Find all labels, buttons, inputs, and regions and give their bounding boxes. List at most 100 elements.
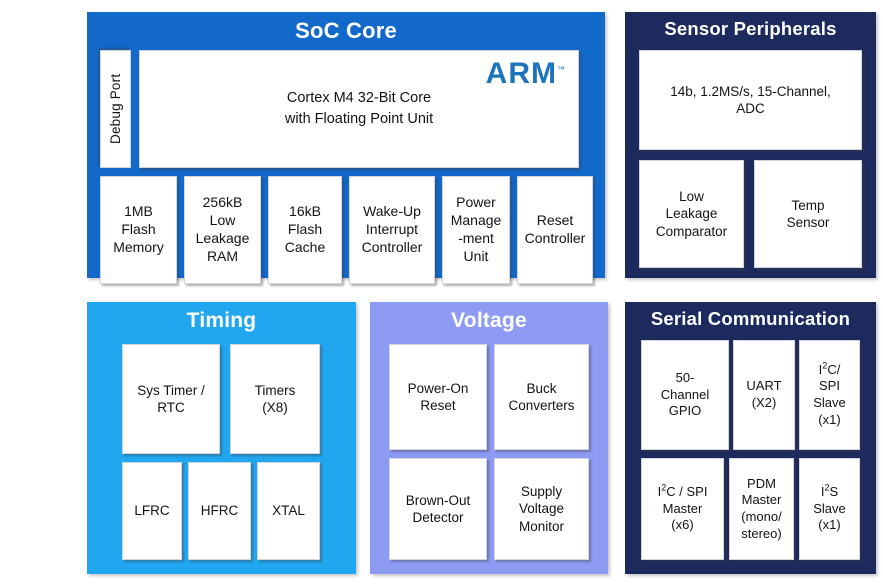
line-1: 14b, 1.2MS/s, 15-Channel, — [670, 83, 831, 99]
line-2: Leakage — [665, 206, 718, 222]
line-2: RTC — [157, 400, 185, 415]
line-2: Interrupt — [365, 221, 419, 238]
block-low-leakage-comparator[interactable]: Low Leakage Comparator — [639, 160, 744, 268]
block-sys-timer-rtc-label: Sys Timer / RTC — [137, 382, 205, 417]
line-1: Sys Timer / — [137, 382, 205, 398]
block-supply-voltage-monitor-label: Supply Voltage Monitor — [519, 483, 564, 535]
line-2: Master — [662, 500, 703, 516]
block-pdm-master-label: PDM Master (mono/ stereo) — [741, 476, 781, 543]
line-1: Buck — [526, 380, 557, 396]
arm-logo: ARM™ — [486, 59, 566, 89]
block-timers[interactable]: Timers (X8) — [230, 344, 320, 454]
block-debug-port[interactable]: Debug Port — [100, 50, 131, 168]
line-1: Supply — [520, 484, 563, 500]
line-2: Low — [209, 212, 236, 229]
block-i2c-spi-slave[interactable]: I2C/ SPI Slave (x1) — [799, 340, 860, 450]
line-3: Monitor — [518, 518, 564, 534]
line-1: 16kB — [289, 203, 321, 220]
block-i2c-spi-master-label: I2C / SPI Master (x6) — [658, 483, 708, 534]
line-1: Brown-Out — [405, 492, 471, 508]
block-uart[interactable]: UART (X2) — [733, 340, 795, 450]
block-i2c-spi-slave-label: I2C/ SPI Slave (x1) — [813, 360, 846, 429]
line-1: Reset — [536, 212, 574, 229]
panel-title-voltage: Voltage — [451, 309, 527, 332]
block-i2c-spi-master[interactable]: I2C / SPI Master (x6) — [641, 458, 724, 560]
line-2: Flash — [287, 221, 323, 238]
line-3: Comparator — [655, 223, 728, 239]
block-power-on-reset-label: Power-On Reset — [408, 380, 469, 415]
line-1: 256kB — [202, 194, 243, 211]
block-reset-controller-label: Reset Controller — [525, 212, 586, 248]
line-2: Master — [741, 492, 782, 508]
cpu-line-2: with Floating Point Unit — [284, 111, 434, 127]
block-wakeup-interrupt-controller[interactable]: Wake-Up Interrupt Controller — [349, 176, 435, 284]
block-flash-cache-label: 16kB Flash Cache — [285, 203, 325, 257]
line-3: Leakage — [195, 230, 250, 246]
block-cortex-m4-core[interactable]: ARM™ Cortex M4 32-Bit Core with Floating… — [139, 50, 579, 168]
line-2: Flash — [121, 221, 156, 238]
block-uart-label: UART (X2) — [746, 378, 781, 411]
line-4: RAM — [206, 247, 239, 264]
block-low-leakage-comparator-label: Low Leakage Comparator — [656, 188, 727, 240]
panel-title-sensor-peripherals: Sensor Peripherals — [664, 18, 837, 39]
block-sys-timer-rtc[interactable]: Sys Timer / RTC — [122, 344, 220, 454]
line-1: I2S — [820, 482, 839, 500]
line-2: Channel — [660, 386, 710, 402]
block-supply-voltage-monitor[interactable]: Supply Voltage Monitor — [494, 458, 589, 560]
block-pdm-master[interactable]: PDM Master (mono/ stereo) — [729, 458, 794, 560]
line-1: Wake-Up — [363, 203, 421, 220]
block-hfrc[interactable]: HFRC — [188, 462, 251, 560]
panel-sensor-peripherals[interactable]: Sensor Peripherals 14b, 1.2MS/s, 15-Chan… — [625, 12, 876, 278]
cpu-line-1: Cortex M4 32-Bit Core — [286, 89, 432, 106]
line-1: Low — [679, 189, 704, 205]
arm-trademark-icon: ™ — [557, 65, 566, 74]
block-adc[interactable]: 14b, 1.2MS/s, 15-Channel, ADC — [639, 50, 862, 150]
block-brown-out-detector-label: Brown-Out Detector — [406, 492, 471, 527]
block-gpio[interactable]: 50- Channel GPIO — [641, 340, 729, 450]
panel-serial-communication[interactable]: Serial Communication 50- Channel GPIO UA… — [625, 302, 876, 574]
arm-logo-text: ARM — [485, 57, 557, 90]
line-2: Slave — [813, 500, 846, 516]
line-1: PDM — [747, 475, 776, 491]
line-3: (x1) — [818, 517, 841, 533]
block-power-on-reset[interactable]: Power-On Reset — [389, 344, 487, 450]
block-low-leakage-ram-label: 256kB Low Leakage RAM — [196, 194, 250, 266]
block-temp-sensor[interactable]: Temp Sensor — [754, 160, 862, 268]
block-i2s-slave-label: I2S Slave (x1) — [813, 482, 846, 534]
block-brown-out-detector[interactable]: Brown-Out Detector — [389, 458, 487, 560]
block-flash-memory[interactable]: 1MB Flash Memory — [100, 176, 177, 284]
line-2: (X2) — [751, 395, 777, 410]
panel-title-soc-core: SoC Core — [295, 18, 397, 43]
block-xtal-label: XTAL — [272, 503, 305, 519]
block-xtal[interactable]: XTAL — [257, 462, 320, 560]
line-4: stereo) — [741, 525, 782, 541]
panel-voltage[interactable]: Voltage Power-On Reset Buck Converters B… — [370, 302, 608, 574]
block-lfrc-label: LFRC — [134, 503, 170, 519]
line-1: 50- — [675, 370, 695, 386]
block-wakeup-interrupt-controller-label: Wake-Up Interrupt Controller — [362, 203, 423, 257]
line-2: SPI — [819, 378, 840, 394]
panel-soc-core[interactable]: SoC Core Debug Port ARM™ Cortex M4 32-Bi… — [87, 12, 605, 284]
block-low-leakage-ram[interactable]: 256kB Low Leakage RAM — [184, 176, 261, 284]
block-reset-controller[interactable]: Reset Controller — [517, 176, 593, 284]
line-2: Detector — [412, 510, 464, 525]
block-lfrc[interactable]: LFRC — [122, 462, 182, 560]
panel-title-serial-communication: Serial Communication — [650, 308, 851, 329]
line-3: -ment — [458, 230, 494, 246]
line-1: 1MB — [124, 203, 153, 220]
line-1: I2C/ — [818, 360, 841, 377]
block-power-management-unit-label: Power Manage -ment Unit — [451, 194, 502, 266]
line-3: (x6) — [671, 517, 694, 533]
block-buck-converters[interactable]: Buck Converters — [494, 344, 589, 450]
block-adc-label: 14b, 1.2MS/s, 15-Channel, ADC — [670, 83, 831, 118]
line-3: Slave — [813, 395, 846, 410]
block-flash-cache[interactable]: 16kB Flash Cache — [268, 176, 342, 284]
block-i2s-slave[interactable]: I2S Slave (x1) — [799, 458, 860, 560]
block-hfrc-label: HFRC — [200, 503, 239, 519]
line-3: Cache — [284, 238, 326, 255]
line-2: ADC — [736, 101, 765, 116]
line-2: Reset — [420, 398, 456, 413]
block-power-management-unit[interactable]: Power Manage -ment Unit — [442, 176, 510, 284]
panel-timing[interactable]: Timing Sys Timer / RTC Timers (X8) LFRC … — [87, 302, 356, 574]
